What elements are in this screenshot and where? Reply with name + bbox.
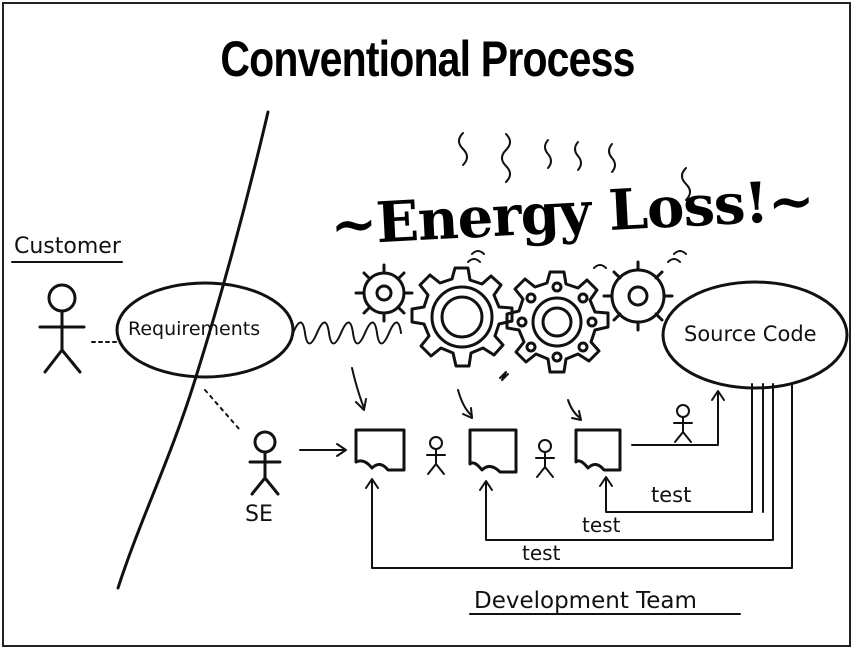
test-loop-1	[599, 383, 764, 513]
document-2	[468, 428, 518, 474]
development-team-label: Development Team	[474, 588, 697, 614]
developer-figure-2	[535, 439, 555, 478]
source-code-label: Source Code	[684, 322, 817, 346]
test-loop-2	[479, 383, 774, 541]
requirements-label: Requirements	[128, 318, 261, 340]
strain-marks	[458, 132, 691, 381]
requirements-bubble	[115, 281, 295, 379]
document-3	[574, 428, 622, 472]
document-1	[354, 428, 406, 472]
test-label-2: test	[582, 513, 621, 537]
boundary-curve	[116, 110, 270, 590]
se-label: SE	[245, 502, 273, 527]
se-figure	[248, 430, 282, 496]
customer-figure	[38, 283, 86, 374]
slide-title: Conventional Process	[220, 31, 635, 87]
small-gear-left	[354, 263, 414, 323]
source-code-bubble	[661, 280, 849, 390]
left-squiggle-icon: ~	[328, 190, 378, 259]
right-squiggle-icon: ~	[766, 167, 816, 236]
test-loop-3	[365, 383, 793, 569]
spring-coil	[292, 321, 402, 345]
test-label-3: test	[522, 541, 561, 565]
small-gear-right	[602, 260, 674, 332]
requirements-se-link	[204, 389, 241, 431]
developer-figure-1	[426, 436, 446, 475]
gear-down-arrows	[351, 367, 582, 421]
developer-figure-3	[673, 404, 693, 443]
big-gear-1	[410, 266, 514, 368]
customer-label: Customer	[14, 234, 121, 259]
test-label-1: test	[651, 483, 692, 507]
big-gear-2	[505, 270, 610, 374]
to-source-arrow	[631, 391, 719, 446]
